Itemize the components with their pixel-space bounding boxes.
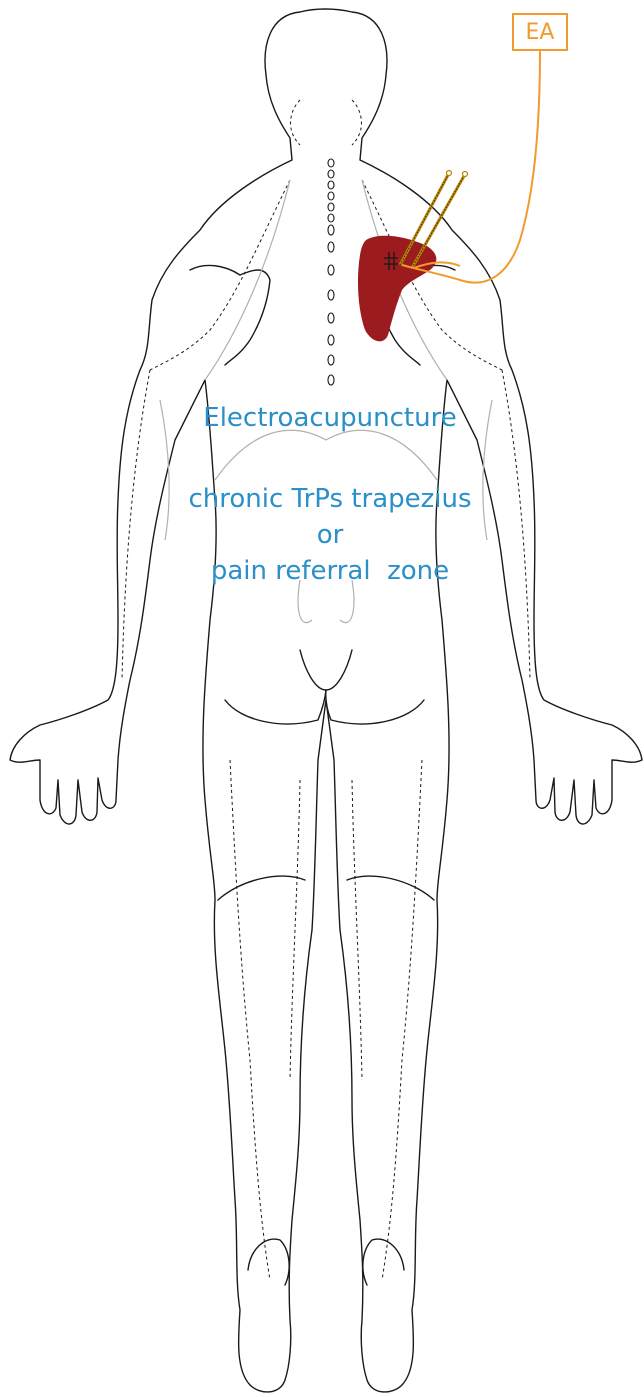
spine-markers: [328, 159, 334, 385]
body-outline: [10, 9, 642, 1392]
target-label-line2: or: [280, 520, 380, 550]
technique-label: Electroacupuncture: [180, 403, 480, 433]
trigger-zone: [358, 236, 436, 342]
ea-device-box: EA: [512, 13, 568, 51]
target-label-line1: chronic TrPs trapezius: [170, 484, 490, 514]
target-label-line3: pain referral zone: [170, 556, 490, 586]
ea-label: EA: [526, 20, 555, 45]
